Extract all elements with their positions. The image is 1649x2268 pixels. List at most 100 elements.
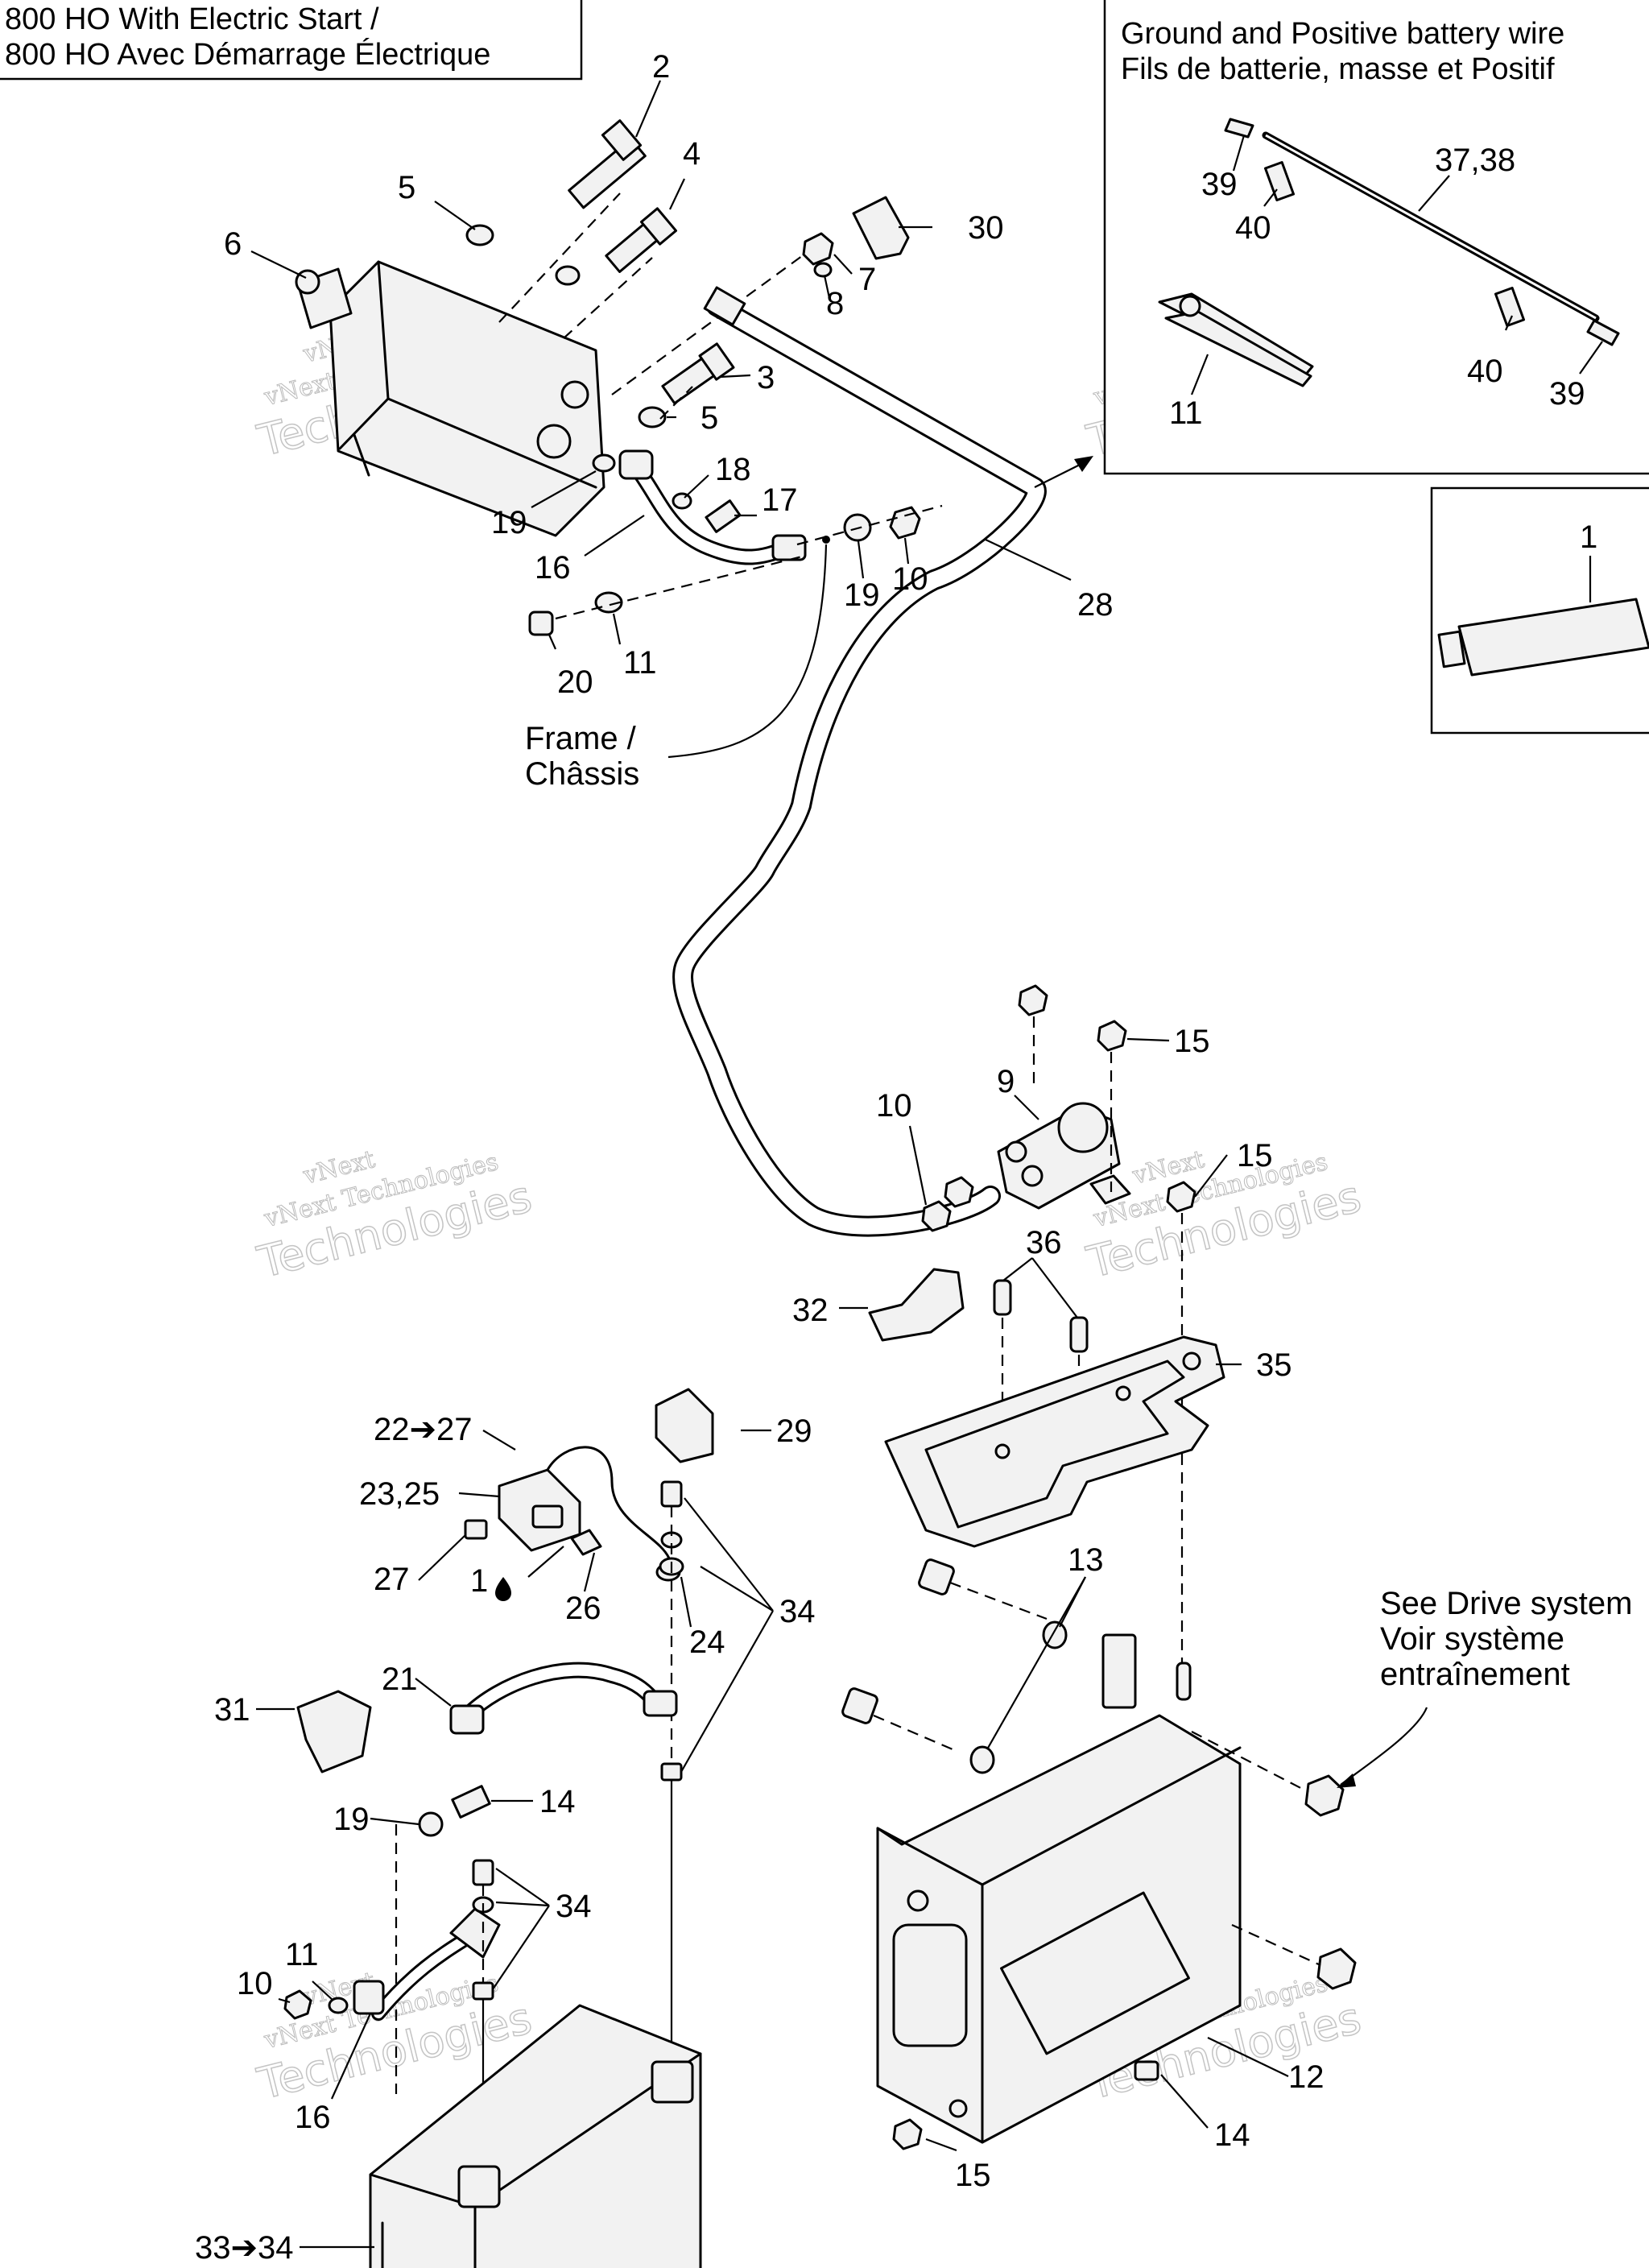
star-washer-icon xyxy=(592,453,616,473)
callout-drive-system: See Drive system Voir système entraîneme… xyxy=(1380,1586,1632,1692)
part-label: 15 xyxy=(1237,1138,1273,1173)
drive-system-label-en: See Drive system xyxy=(1380,1586,1632,1621)
part-label: 9 xyxy=(997,1064,1015,1099)
nut-icon xyxy=(921,1200,952,1232)
heat-shrink-sleeve-icon xyxy=(1494,287,1526,327)
rubber-boot-icon xyxy=(868,1268,965,1342)
nut-icon xyxy=(802,232,834,266)
drive-system-label-fr-2: entraînement xyxy=(1380,1657,1570,1692)
inset-title-fr: Fils de batterie, masse et Positif xyxy=(1121,52,1555,86)
header-title-fr: 800 HO Avec Démarrage Électrique xyxy=(5,37,490,72)
part-label: 7 xyxy=(858,262,876,297)
bolt-4 xyxy=(605,207,678,273)
inset-title-en: Ground and Positive battery wire xyxy=(1121,17,1564,51)
nut-icon xyxy=(283,1989,312,2020)
part-label: 11 xyxy=(623,645,657,681)
arrow-icon xyxy=(1337,1773,1356,1788)
part-label: 26 xyxy=(565,1591,601,1626)
drop-icon xyxy=(495,1577,511,1601)
part-label: 28 xyxy=(1077,587,1114,623)
part-label: 30 xyxy=(968,210,1004,246)
pin-icon xyxy=(993,1279,1012,1316)
battery-cable-28 xyxy=(672,286,1047,1237)
part-label: 15 xyxy=(1174,1024,1210,1059)
washer-icon xyxy=(638,406,667,428)
part-label: 31 xyxy=(214,1692,250,1728)
nut-icon xyxy=(944,1176,974,1208)
part-label: 39 xyxy=(1201,167,1238,202)
bolt-icon xyxy=(451,1785,491,1819)
part-label: 19 xyxy=(333,1802,370,1837)
rubber-boot-icon xyxy=(852,196,910,260)
part-label: 40 xyxy=(1467,354,1503,389)
part-label: 10 xyxy=(876,1088,912,1124)
part-label: 40 xyxy=(1235,210,1271,246)
washer-icon xyxy=(555,265,581,286)
callout-frame: Frame / Châssis xyxy=(525,721,639,792)
fuse-holder-23 xyxy=(464,1446,681,1582)
part-label: 24 xyxy=(689,1624,725,1660)
nut-icon xyxy=(889,506,921,540)
washer-icon xyxy=(328,1997,349,2014)
part-label: 19 xyxy=(491,505,527,540)
nut-icon xyxy=(1097,1020,1127,1052)
header-title-box: 800 HO With Electric Start / 800 HO Avec… xyxy=(0,0,583,81)
heat-shrink-sleeve-icon xyxy=(1263,161,1296,201)
part-label: 10 xyxy=(892,561,928,597)
washer-icon xyxy=(672,492,692,510)
part-label: 16 xyxy=(295,2100,331,2135)
part-label: 3 xyxy=(757,360,775,395)
nut-icon xyxy=(472,1981,494,2001)
part-label: 35 xyxy=(1256,1347,1292,1383)
part-label: 22➔27 xyxy=(374,1412,473,1447)
part-label: 14 xyxy=(539,1784,576,1819)
starter-motor xyxy=(295,260,605,537)
cable-21 xyxy=(449,1662,678,1735)
ring-terminal-icon xyxy=(1586,319,1620,346)
pin-icon xyxy=(1069,1316,1089,1353)
part-label: 17 xyxy=(762,482,798,518)
cable-16-lower xyxy=(353,1907,501,2021)
part-label: 2 xyxy=(652,49,670,85)
part-label: 1 xyxy=(470,1563,488,1599)
drive-system-label-fr-1: Voir système xyxy=(1380,1621,1564,1657)
bolt-icon xyxy=(528,610,554,636)
part-label: 11 xyxy=(1169,395,1203,431)
washer-icon xyxy=(813,262,833,278)
part-label: 29 xyxy=(776,1413,812,1449)
part-label: 1 xyxy=(1580,519,1597,555)
part-label: 39 xyxy=(1549,376,1585,412)
nut-icon xyxy=(1316,1947,1357,1990)
battery-33 xyxy=(369,2004,702,2268)
arrow-icon xyxy=(1074,456,1093,472)
rubber-boot-icon xyxy=(296,1690,372,1773)
part-label: 34 xyxy=(556,1889,592,1924)
part-label: 10 xyxy=(237,1966,273,2001)
part-label: 32 xyxy=(792,1293,829,1328)
mounting-bracket-35 xyxy=(884,1335,1225,1548)
part-label: 36 xyxy=(1026,1225,1062,1260)
part-label: 37,38 xyxy=(1435,143,1515,178)
part-label: 13 xyxy=(1068,1542,1104,1578)
inset-grease-tube: 1 xyxy=(1430,486,1649,735)
nut-icon xyxy=(1166,1181,1196,1213)
nut-icon xyxy=(1018,984,1048,1016)
star-washer-icon xyxy=(418,1811,444,1837)
part-label: 12 xyxy=(1288,2059,1325,2095)
leader-lines xyxy=(250,80,1289,2249)
part-label: 19 xyxy=(844,577,880,613)
rubber-boot-icon xyxy=(655,1388,714,1463)
part-label: 20 xyxy=(557,664,593,700)
grease-tube-icon xyxy=(1457,598,1649,677)
washer-icon xyxy=(465,224,494,246)
part-label: 16 xyxy=(535,550,571,586)
bolt-2 xyxy=(568,119,647,209)
bolt-13 xyxy=(841,1558,1068,1774)
part-label: 6 xyxy=(224,226,242,262)
part-labels: 2 4 5 6 30 7 8 3 5 19 18 17 16 19 10 28 … xyxy=(195,49,1325,2266)
nut-icon xyxy=(1304,1774,1345,1817)
bolt-icon xyxy=(705,499,742,533)
part-label: 5 xyxy=(398,170,415,205)
frame-label-fr: Châssis xyxy=(525,756,639,792)
